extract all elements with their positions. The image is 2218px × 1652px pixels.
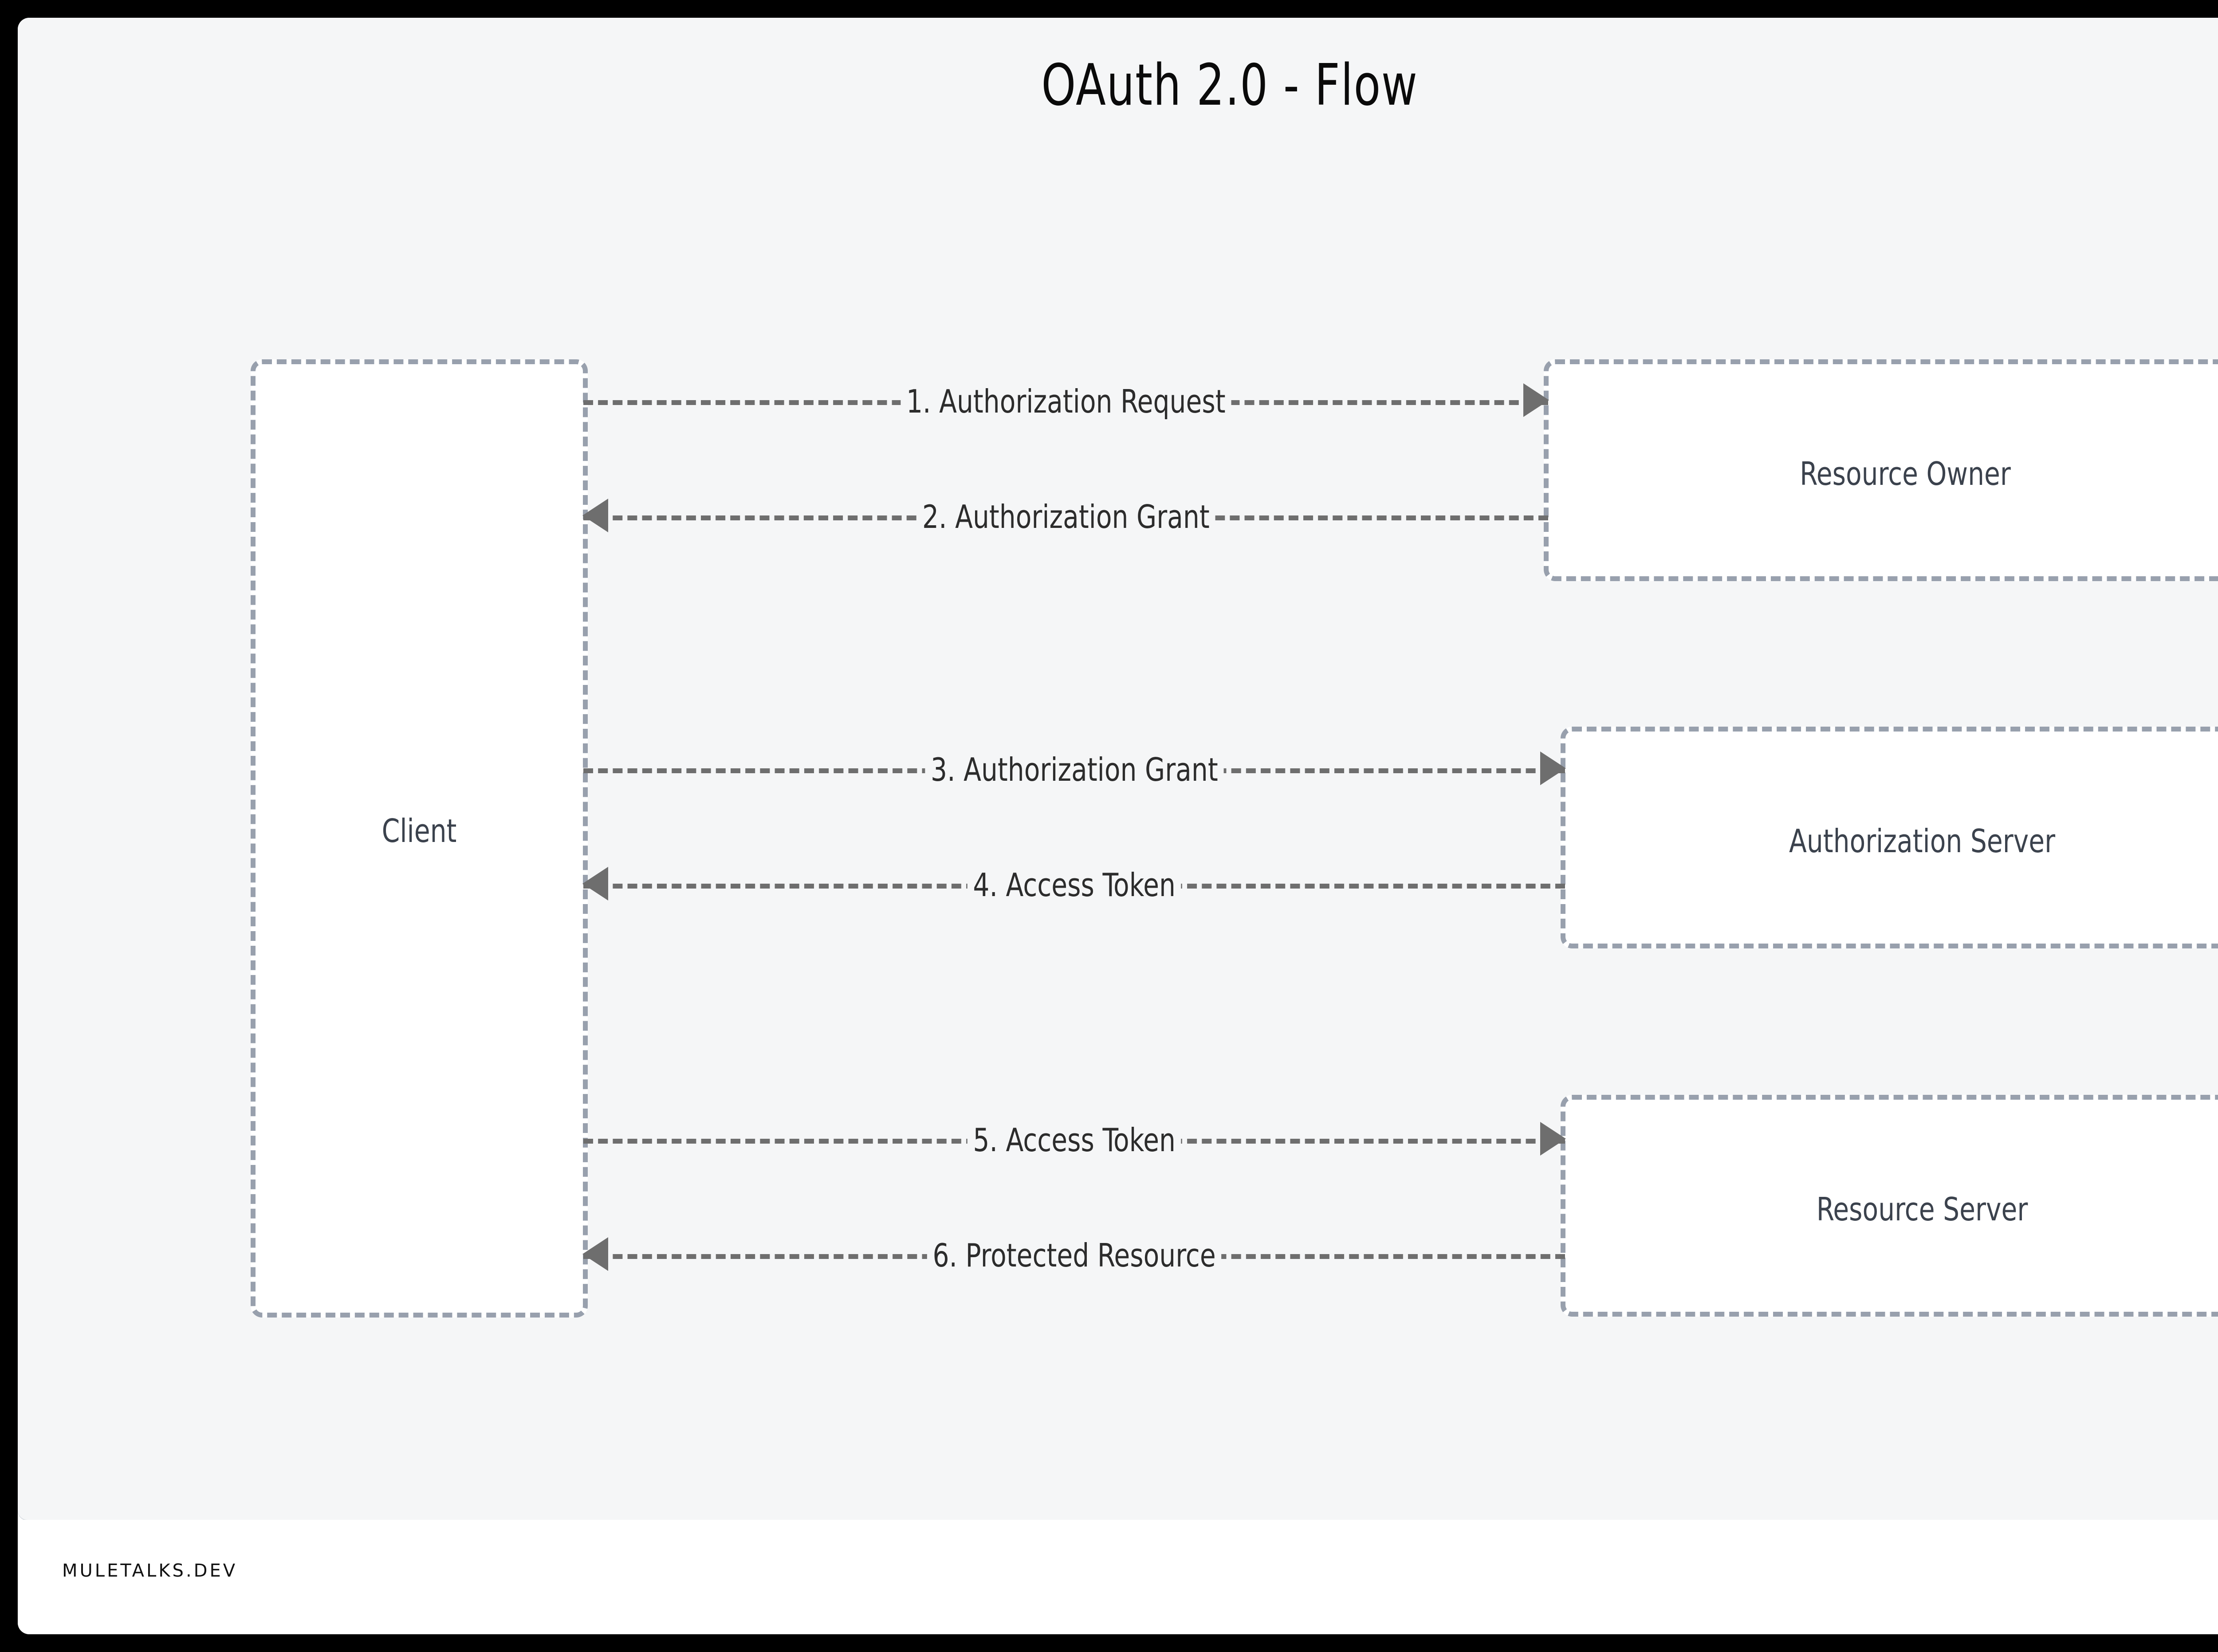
- node-authorization-server[interactable]: Authorization Server: [1561, 727, 2218, 948]
- message-arrow-5: 5. Access Token: [583, 1111, 1566, 1169]
- message-label-4: 4. Access Token: [583, 856, 1565, 914]
- node-resource-server[interactable]: Resource Server: [1561, 1095, 2218, 1317]
- node-authorization-server-label: Authorization Server: [1789, 822, 2056, 860]
- message-arrow-3: 3. Authorization Grant: [583, 741, 1566, 798]
- node-resource-owner[interactable]: Resource Owner: [1544, 359, 2218, 581]
- message-label-5: 5. Access Token: [583, 1111, 1565, 1169]
- message-label-6: 6. Protected Resource: [583, 1227, 1565, 1284]
- page-title: OAuth 2.0 - Flow: [1041, 52, 1418, 118]
- message-arrow-1: 1. Authorization Request: [583, 373, 1549, 430]
- message-arrow-4: 4. Access Token: [582, 856, 1565, 914]
- footer-site-url: MULETALKS.DEV: [62, 1561, 238, 1581]
- message-label-3: 3. Authorization Grant: [583, 741, 1565, 798]
- message-arrow-6: 6. Protected Resource: [582, 1227, 1565, 1284]
- node-client-label: Client: [381, 812, 457, 850]
- arrowhead-left-icon: [582, 1237, 608, 1271]
- arrowhead-right-icon: [1523, 383, 1549, 417]
- node-resource-server-label: Resource Server: [1816, 1191, 2028, 1228]
- slide-card: OAuth 2.0 - Flow Client Resource Owner A…: [18, 18, 2218, 1634]
- node-resource-owner-label: Resource Owner: [1800, 455, 2011, 492]
- diagram-canvas: OAuth 2.0 - Flow Client Resource Owner A…: [18, 18, 2218, 1520]
- node-client[interactable]: Client: [251, 359, 588, 1318]
- message-label-1: 1. Authorization Request: [583, 373, 1548, 430]
- arrowhead-left-icon: [582, 867, 608, 901]
- arrowhead-left-icon: [582, 499, 608, 532]
- arrowhead-right-icon: [1540, 1122, 1566, 1156]
- message-label-2: 2. Authorization Grant: [583, 488, 1548, 546]
- message-arrow-2: 2. Authorization Grant: [582, 488, 1548, 546]
- slide-footer: MULETALKS.DEV: [18, 1520, 2218, 1634]
- arrowhead-right-icon: [1540, 751, 1566, 785]
